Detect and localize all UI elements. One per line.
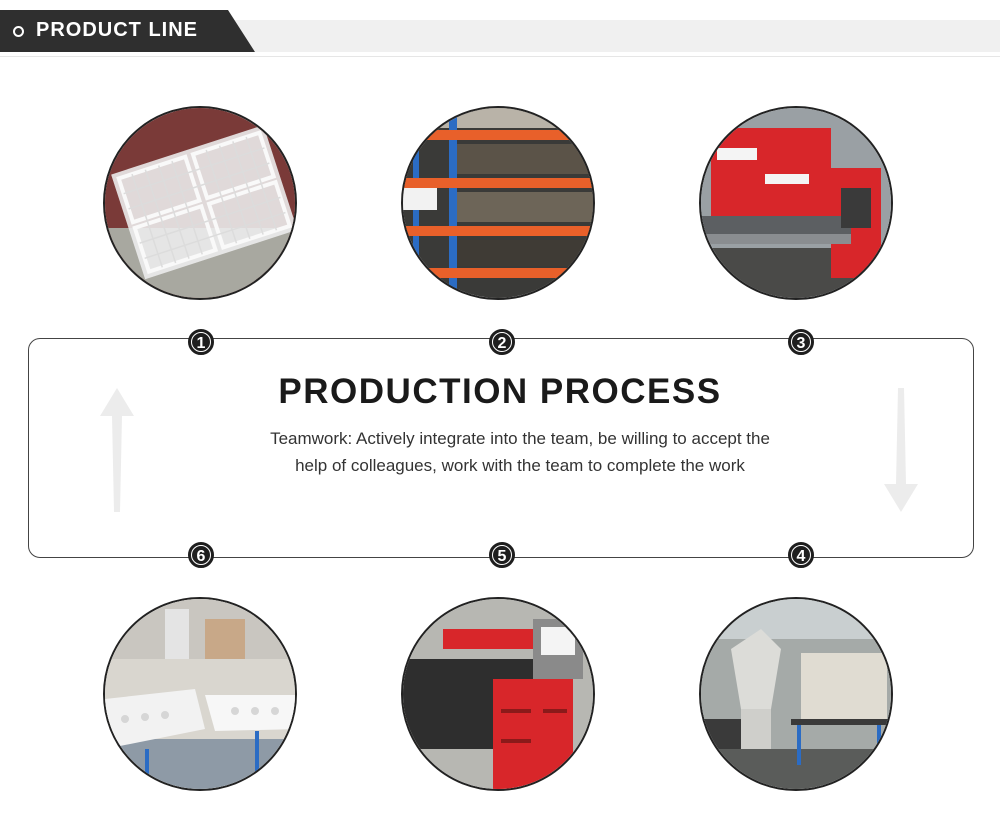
- header-title: PRODUCT LINE: [36, 19, 198, 41]
- photo-step-2: [401, 106, 595, 300]
- photo-step-6: [103, 597, 297, 791]
- photo-step-5-image: [403, 599, 593, 789]
- photo-step-1-image: [105, 108, 295, 298]
- production-process-panel: [28, 338, 974, 558]
- step-badge-4: 4: [788, 542, 814, 568]
- section-header: PRODUCT LINE: [0, 10, 1000, 52]
- photo-step-5: [401, 597, 595, 791]
- photo-step-6-image: [105, 599, 295, 789]
- photo-step-4: [699, 597, 893, 791]
- photo-step-3-image: [701, 108, 891, 298]
- photo-step-3: [699, 106, 893, 300]
- step-badge-3: 3: [788, 329, 814, 355]
- header-divider: [0, 56, 1000, 57]
- step-badge-6: 6: [188, 542, 214, 568]
- photo-step-1: [103, 106, 297, 300]
- step-badge-1: 1: [188, 329, 214, 355]
- header-tab: [0, 10, 255, 52]
- panel-title: PRODUCTION PROCESS: [278, 372, 722, 411]
- photo-step-4-image: [701, 599, 891, 789]
- step-badge-2: 2: [489, 329, 515, 355]
- arrow-up-icon: [100, 388, 134, 512]
- photo-step-2-image: [403, 108, 593, 298]
- arrow-down-icon: [884, 388, 918, 512]
- circle-bullet-icon: [13, 26, 24, 37]
- step-badge-5: 5: [489, 542, 515, 568]
- panel-description: Teamwork: Actively integrate into the te…: [270, 429, 770, 475]
